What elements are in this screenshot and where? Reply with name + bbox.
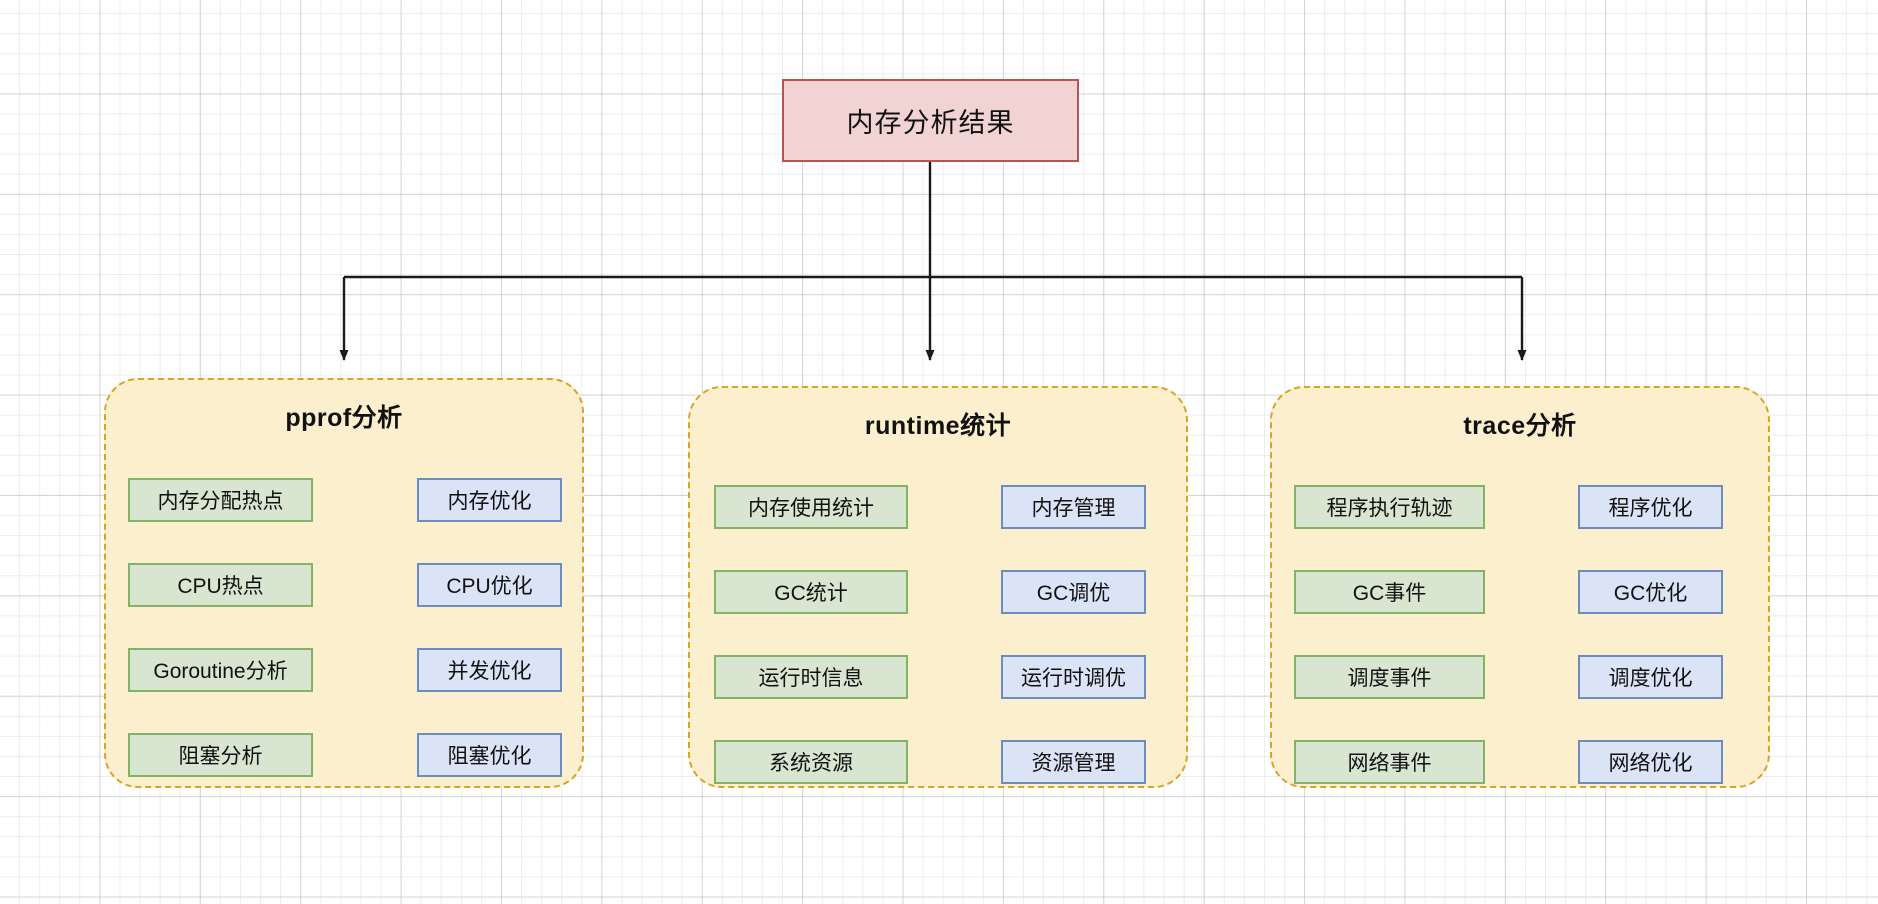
node-target[interactable]: GC优化 — [1578, 570, 1723, 614]
node-target[interactable]: 内存管理 — [1001, 485, 1146, 529]
root-node-label: 内存分析结果 — [846, 108, 1015, 138]
node-target[interactable]: 运行时调优 — [1001, 655, 1146, 699]
node-label: 内存使用统计 — [748, 497, 874, 520]
node-label: 内存优化 — [447, 490, 532, 513]
node-label: GC统计 — [774, 582, 848, 605]
node-source[interactable]: 网络事件 — [1294, 740, 1485, 784]
node-target[interactable]: 内存优化 — [417, 478, 562, 522]
node-source[interactable]: 程序执行轨迹 — [1294, 485, 1485, 529]
node-label: 并发优化 — [447, 660, 532, 683]
node-source[interactable]: 运行时信息 — [714, 655, 908, 699]
node-target[interactable]: 程序优化 — [1578, 485, 1723, 529]
node-target[interactable]: 调度优化 — [1578, 655, 1723, 699]
root-node[interactable]: 内存分析结果 — [782, 79, 1079, 162]
node-target[interactable]: GC调优 — [1001, 570, 1146, 614]
node-target[interactable]: 网络优化 — [1578, 740, 1723, 784]
group-pprof-title: pprof分析 — [285, 404, 403, 432]
node-label: 阻塞分析 — [178, 745, 263, 768]
group-runtime[interactable]: runtime统计 内存使用统计 内存管理 GC统计 GC调优 运行时信息 运行… — [688, 386, 1188, 788]
node-label: 调度优化 — [1608, 667, 1693, 690]
node-target[interactable]: CPU优化 — [417, 563, 562, 607]
node-source[interactable]: 内存分配热点 — [128, 478, 313, 522]
node-label: 内存分配热点 — [157, 490, 284, 513]
node-label: 网络事件 — [1347, 752, 1432, 775]
node-label: 运行时调优 — [1021, 667, 1126, 690]
node-label: 调度事件 — [1347, 667, 1432, 690]
node-target[interactable]: 资源管理 — [1001, 740, 1146, 784]
group-runtime-title: runtime统计 — [864, 412, 1012, 440]
group-trace-title: trace分析 — [1463, 412, 1577, 440]
node-source[interactable]: CPU热点 — [128, 563, 313, 607]
node-label: 程序执行轨迹 — [1326, 497, 1453, 520]
node-label: 程序优化 — [1608, 497, 1693, 520]
node-label: CPU热点 — [177, 575, 264, 598]
node-target[interactable]: 并发优化 — [417, 648, 562, 692]
root-to-groups-connectors — [339, 162, 1527, 361]
node-label: CPU优化 — [446, 575, 533, 598]
node-label: 内存管理 — [1031, 497, 1116, 520]
node-label: GC事件 — [1352, 582, 1427, 605]
group-pprof[interactable]: pprof分析 内存分配热点 内存优化 CPU热点 CPU优化 Goroutin… — [104, 378, 584, 788]
node-label: 阻塞优化 — [447, 745, 532, 768]
node-label: 运行时信息 — [758, 667, 864, 690]
node-label: GC优化 — [1613, 582, 1688, 605]
node-source[interactable]: 调度事件 — [1294, 655, 1485, 699]
node-label: Goroutine分析 — [153, 660, 288, 683]
group-trace[interactable]: trace分析 程序执行轨迹 程序优化 GC事件 GC优化 调度事件 调度优化 … — [1270, 386, 1770, 788]
node-target[interactable]: 阻塞优化 — [417, 733, 562, 777]
node-source[interactable]: GC统计 — [714, 570, 908, 614]
node-source[interactable]: 阻塞分析 — [128, 733, 313, 777]
node-source[interactable]: GC事件 — [1294, 570, 1485, 614]
node-source[interactable]: 系统资源 — [714, 740, 908, 784]
node-label: 系统资源 — [769, 752, 853, 775]
node-source[interactable]: 内存使用统计 — [714, 485, 908, 529]
node-label: GC调优 — [1036, 582, 1111, 605]
node-label: 网络优化 — [1608, 752, 1693, 775]
node-source[interactable]: Goroutine分析 — [128, 648, 313, 692]
node-label: 资源管理 — [1031, 752, 1116, 775]
